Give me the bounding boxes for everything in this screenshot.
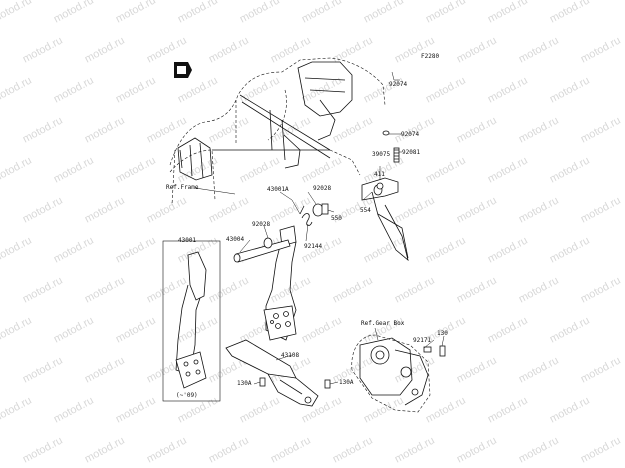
- part-label-43108: 43108: [281, 352, 300, 359]
- part-label-92028-b: 92028: [252, 221, 271, 228]
- part-label-92171: 92171: [413, 337, 432, 344]
- brake-arm-assembly: [361, 130, 409, 262]
- front-arrow-icon: [174, 62, 192, 78]
- part-label-39075: 39075: [372, 151, 391, 158]
- inset-frame: [162, 240, 221, 402]
- part-label-550: 550: [331, 215, 342, 222]
- part-label-554: 554: [360, 207, 371, 214]
- gear-box-housing: [351, 334, 446, 413]
- year-note: (~'09): [176, 392, 198, 399]
- leader-lines: [194, 71, 445, 385]
- pivot-shaft: [233, 239, 291, 263]
- part-label-92081: 92081: [402, 149, 421, 156]
- part-label-130a-right: 130A: [339, 379, 354, 386]
- part-label-92028-a: 92028: [313, 185, 332, 192]
- part-label-43004: 43004: [226, 236, 245, 243]
- part-label-130a-left: 130A: [237, 380, 252, 387]
- brake-pedal-inset: [175, 251, 207, 389]
- ref-frame-label: Ref.Frame: [166, 184, 199, 191]
- shift-lever: [225, 339, 331, 407]
- frame-outline: [169, 57, 386, 206]
- part-label-130: 130: [437, 330, 448, 337]
- clutch-pedal: [263, 225, 297, 341]
- frame-structure: [177, 61, 353, 181]
- diagram-code: F2280: [421, 53, 440, 60]
- part-label-92074-top: 92074: [389, 81, 408, 88]
- part-label-92074-mid: 92074: [401, 131, 420, 138]
- part-label-43001: 43001: [178, 237, 197, 244]
- part-label-92144: 92144: [304, 243, 323, 250]
- part-label-43001a: 43001A: [267, 186, 289, 193]
- ref-gearbox-label: Ref.Gear Box: [361, 320, 405, 327]
- part-label-411: 411: [374, 171, 385, 178]
